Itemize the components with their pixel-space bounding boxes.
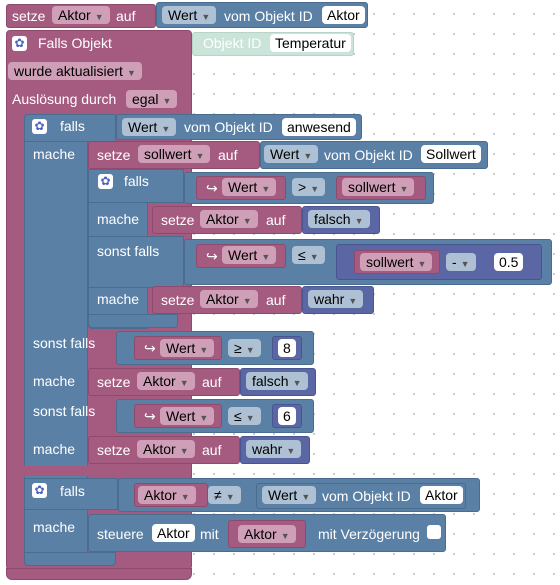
operator-dropdown[interactable]: ≠▼ (208, 486, 241, 504)
operator-dropdown[interactable]: ≥▼ (228, 339, 261, 357)
arrow-icon: ↪ (206, 248, 218, 264)
elif-keyword: sonst falls (97, 243, 160, 259)
set-keyword: setze (12, 8, 46, 24)
gear-icon[interactable]: ✿ (98, 174, 113, 189)
trigger-block-bottom (6, 568, 192, 580)
if-keyword: falls (60, 118, 85, 134)
if-header (24, 114, 116, 142)
to-keyword: auf (266, 292, 286, 308)
object-id-temperature[interactable]: Temperatur (270, 34, 351, 52)
cause-label: Auslösung durch (12, 91, 117, 107)
value-dropdown[interactable]: Wert▼ (162, 6, 217, 24)
aktor-dropdown[interactable]: Aktor▼ (238, 525, 296, 543)
var-dropdown-aktor[interactable]: Aktor▼ (52, 6, 110, 24)
var-dropdown-sollwert[interactable]: sollwert▼ (138, 145, 211, 163)
set-keyword: setze (97, 374, 131, 390)
value-dropdown[interactable]: Wert▼ (122, 118, 177, 136)
wert-dropdown[interactable]: Wert▼ (160, 407, 215, 425)
arith-operator-dropdown[interactable]: -▼ (446, 253, 476, 271)
delay-checkbox[interactable] (427, 525, 441, 539)
elif-header (88, 236, 184, 288)
number-field[interactable]: 8 (278, 339, 296, 357)
if-block-gap (24, 466, 116, 476)
gear-icon[interactable]: ✿ (32, 119, 47, 134)
if-keyword: falls (60, 483, 85, 499)
object-id-label: Objekt ID (203, 35, 262, 51)
value-dropdown[interactable]: Wert▼ (262, 486, 317, 504)
object-id-field[interactable]: Aktor (322, 6, 365, 24)
bool-dropdown-true[interactable]: wahr▼ (246, 440, 302, 458)
wert-dropdown[interactable]: Wert▼ (160, 339, 215, 357)
bool-dropdown-false[interactable]: falsch▼ (246, 372, 308, 390)
aktor-dropdown[interactable]: Aktor▼ (138, 486, 196, 504)
delay-label: mit Verzögerung (318, 526, 420, 542)
operator-dropdown[interactable]: ≤▼ (228, 407, 261, 425)
operator-dropdown[interactable]: ≤▼ (292, 246, 325, 264)
elif-keyword: sonst falls (33, 403, 96, 419)
event-dropdown[interactable]: wurde aktualisiert▼ (8, 62, 142, 80)
var-dropdown-aktor[interactable]: Aktor▼ (137, 440, 195, 458)
if-footer (24, 552, 116, 566)
set-keyword: setze (161, 212, 195, 228)
do-keyword: mache (33, 441, 76, 457)
gear-icon[interactable]: ✿ (12, 36, 27, 51)
if-footer (88, 314, 178, 328)
sollwert-dropdown[interactable]: sollwert▼ (342, 178, 415, 196)
to-keyword: auf (202, 442, 222, 458)
var-dropdown-aktor[interactable]: Aktor▼ (200, 290, 258, 308)
set-keyword: setze (97, 442, 131, 458)
object-id-field[interactable]: Aktor (420, 486, 463, 504)
set-aktor-block[interactable] (88, 436, 240, 464)
sollwert-dropdown[interactable]: sollwert▼ (360, 253, 433, 271)
var-dropdown-aktor[interactable]: Aktor▼ (200, 210, 258, 228)
with-keyword: mit (200, 526, 219, 542)
to-keyword: auf (202, 374, 222, 390)
wert-dropdown[interactable]: Wert▼ (222, 246, 277, 264)
arrow-icon: ↪ (144, 340, 156, 356)
var-dropdown-aktor[interactable]: Aktor▼ (137, 372, 195, 390)
from-object-label: vom Objekt ID (224, 8, 313, 24)
object-id-field[interactable]: anwesend (282, 118, 356, 136)
do-keyword: mache (97, 211, 140, 227)
do-keyword: mache (97, 291, 140, 307)
gear-icon[interactable]: ✿ (32, 483, 47, 498)
to-keyword: auf (116, 8, 136, 24)
if-keyword: falls (124, 173, 149, 189)
set-keyword: setze (161, 292, 195, 308)
number-field[interactable]: 0.5 (494, 253, 524, 271)
from-object-label: vom Objekt ID (324, 147, 413, 163)
object-id-field[interactable]: Sollwert (421, 145, 481, 163)
bool-dropdown-true[interactable]: wahr▼ (308, 290, 364, 308)
number-field[interactable]: 6 (278, 407, 296, 425)
operator-dropdown[interactable]: >▼ (292, 178, 326, 196)
do-keyword: mache (33, 146, 76, 162)
wert-dropdown[interactable]: Wert▼ (222, 178, 277, 196)
to-keyword: auf (266, 212, 286, 228)
from-object-label: vom Objekt ID (322, 488, 411, 504)
arrow-icon: ↪ (206, 180, 218, 196)
bool-dropdown-false[interactable]: falsch▼ (308, 210, 370, 228)
arrow-icon: ↪ (144, 408, 156, 424)
object-id-field[interactable]: Aktor (152, 524, 195, 542)
value-dropdown[interactable]: Wert▼ (264, 145, 319, 163)
cause-dropdown[interactable]: egal▼ (126, 90, 178, 108)
control-keyword: steuere (97, 526, 144, 542)
do-keyword: mache (33, 519, 76, 535)
elif-keyword: sonst falls (33, 335, 96, 351)
set-keyword: setze (97, 147, 131, 163)
from-object-label: vom Objekt ID (184, 119, 273, 135)
do-keyword: mache (33, 373, 76, 389)
to-keyword: auf (218, 147, 238, 163)
trigger-title: Falls Objekt (38, 35, 112, 51)
